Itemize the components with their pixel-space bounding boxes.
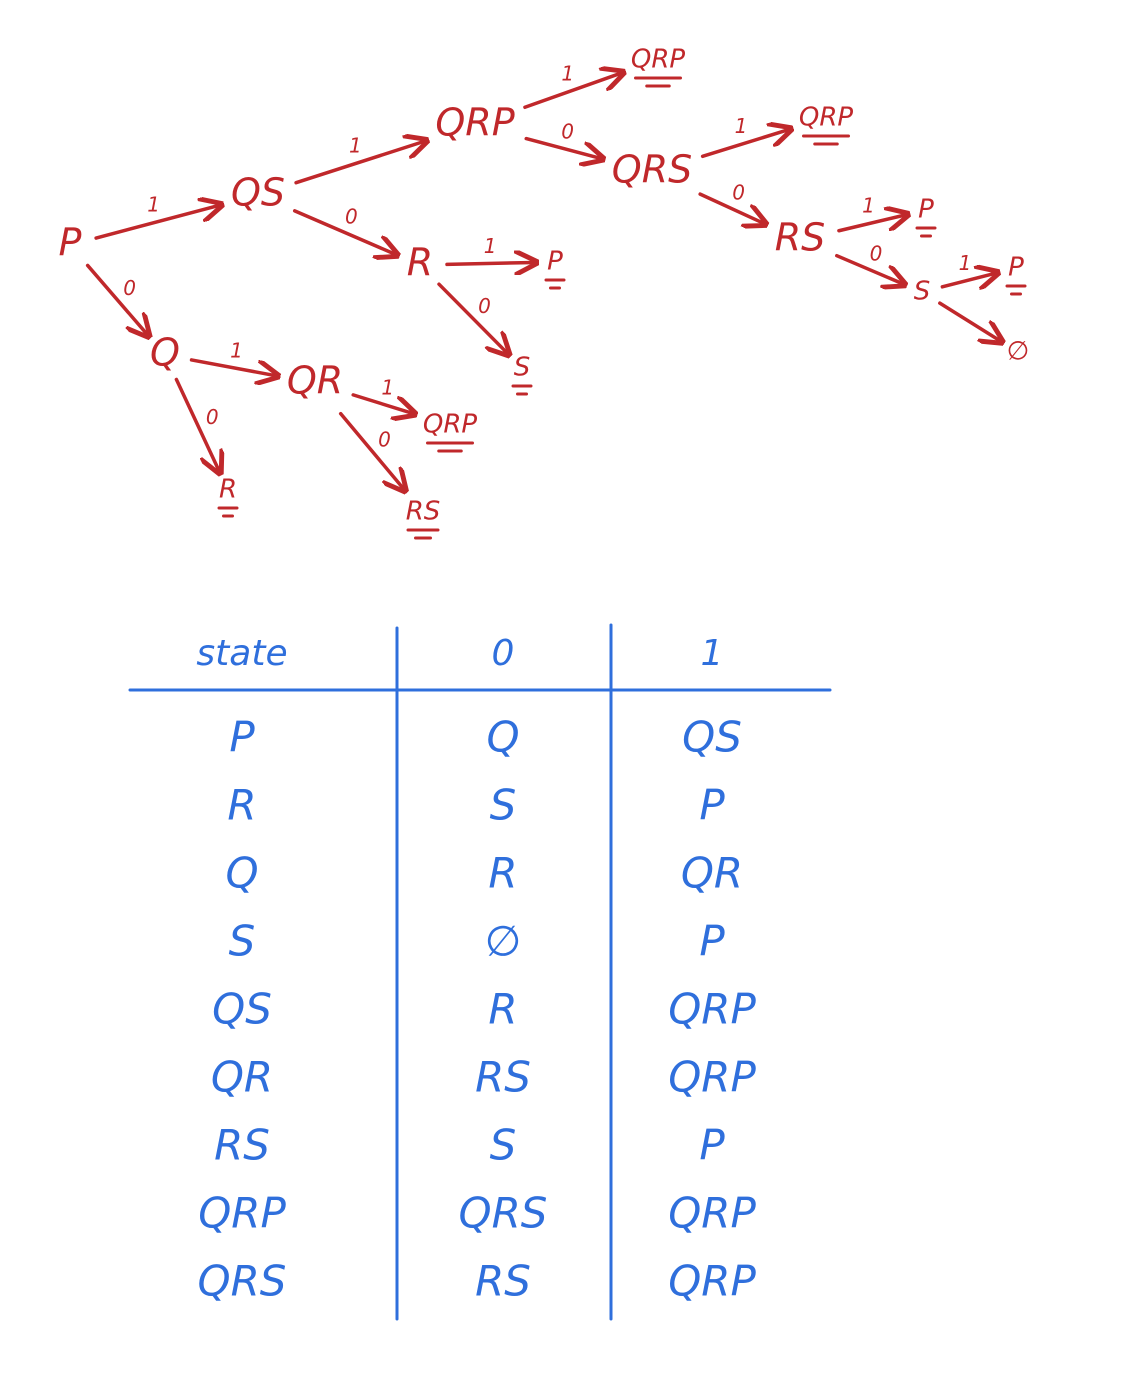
subset-construction-tree: P QS Q QRP R QR R QRP QRS P S QRP RS QRP RS P S P ∅ 1 0 1 0 1 0 1…	[59, 45, 1030, 540]
tree-node-rs1: RS	[406, 497, 441, 527]
table-cell: P	[229, 713, 255, 762]
table-row: QRS RS QRP	[198, 1257, 757, 1306]
table-cell: QR	[211, 1053, 273, 1102]
table-header-2: 1	[701, 633, 724, 674]
tree-edge-label: 1	[484, 234, 497, 258]
tree-edge-qrp1-qrp2	[523, 73, 621, 110]
tree-node-s1: S	[514, 353, 531, 383]
tree-node-p: P	[59, 221, 82, 265]
table-cell: S	[490, 1121, 517, 1170]
tree-edge-label: 1	[735, 114, 748, 138]
table-cell: QRP	[668, 985, 756, 1034]
table-cell: R	[227, 781, 256, 830]
tree-edge-qrs-rs2	[698, 192, 763, 223]
tree-node-p4: P	[1008, 253, 1024, 283]
tree-edge-qr-rs1	[338, 411, 404, 489]
tree-edge-qrs-qrp4	[700, 130, 789, 159]
tree-edge-rs2-s2	[835, 253, 903, 284]
tree-edge-label: 0	[478, 294, 491, 318]
tree-edge-qs-qrp1	[294, 141, 424, 185]
table-row: P Q QS	[229, 713, 742, 762]
tree-node-r2: R	[219, 475, 237, 505]
table-cell: Q	[486, 713, 519, 762]
tree-edge-label: 1	[862, 194, 875, 218]
table-header-0: state	[196, 633, 287, 674]
tree-edge-qrp1-qrs	[524, 136, 601, 159]
tree-node-qrp2: QRP	[631, 45, 686, 75]
table-cell: RS	[475, 1257, 531, 1306]
tree-edge-label: 1	[381, 375, 394, 399]
tree-edge-label: 0	[870, 242, 883, 266]
table-cell: S	[490, 781, 517, 830]
table-cell: S	[229, 917, 256, 966]
table-cell: RS	[214, 1121, 270, 1170]
tree-edge-q-qr	[189, 358, 276, 376]
tree-edge-label: 0	[561, 120, 574, 144]
tree-edge-label: 0	[123, 276, 136, 300]
table-cell: ∅	[485, 917, 522, 966]
tree-edge-q-r2	[174, 377, 219, 471]
table-cell: QRP	[668, 1257, 756, 1306]
tree-node-qr: QR	[287, 359, 343, 403]
tree-node-rs2: RS	[775, 216, 826, 260]
tree-node-p3: P	[918, 195, 934, 225]
table-cell: P	[699, 917, 725, 966]
table-cell: R	[488, 849, 517, 898]
tree-edge-label: 0	[345, 204, 358, 228]
tree-edge-qr-qrp3	[351, 393, 413, 414]
tree-node-s2: S	[914, 277, 931, 307]
tree-edge-label: 1	[230, 339, 243, 363]
tree-edge-qs-r1	[292, 209, 395, 254]
tree-edge-label: 0	[378, 428, 391, 452]
tree-edge-rs2-p3	[837, 215, 906, 233]
table-cell: QR	[681, 849, 743, 898]
table-cell: QRS	[198, 1257, 287, 1306]
table-row: S ∅ P	[229, 917, 726, 966]
table-row: RS S P	[214, 1121, 725, 1170]
table-cell: QRP	[198, 1189, 286, 1238]
tree-node-qs: QS	[231, 171, 285, 215]
tree-node-qrp4: QRP	[799, 103, 854, 133]
table-cell: QS	[212, 985, 272, 1034]
table-cell: P	[699, 1121, 725, 1170]
table-cell: QS	[682, 713, 742, 762]
tree-edge-label: 0	[206, 405, 219, 429]
tree-edge-label: 1	[561, 62, 574, 86]
tree-node-qrp1: QRP	[435, 101, 514, 145]
tree-edge-p-q	[85, 263, 148, 334]
tree-edge-s2-empty	[938, 301, 1000, 341]
tree-edge-r1-p2	[445, 262, 534, 264]
tree-edge-label: 0	[732, 181, 745, 205]
table-row: QS R QRP	[212, 985, 756, 1034]
tree-node-p2: P	[547, 247, 563, 277]
tree-edge-p-qs	[94, 205, 219, 240]
table-cell: Q	[225, 849, 258, 898]
table-cell: QRP	[668, 1053, 756, 1102]
table-cell: RS	[475, 1053, 531, 1102]
table-cell: P	[699, 781, 725, 830]
tree-node-q: Q	[150, 331, 180, 375]
tree-node-qrs: QRS	[612, 148, 692, 192]
tree-node-qrp3: QRP	[423, 410, 478, 440]
table-cell: QRP	[668, 1189, 756, 1238]
tree-edge-label: 1	[147, 193, 160, 217]
tree-edge-r1-s1	[437, 282, 507, 353]
tree-edge-label: 1	[959, 251, 972, 275]
table-cell: QRS	[459, 1189, 548, 1238]
table-row: QR RS QRP	[211, 1053, 757, 1102]
tree-edge-s2-p4	[940, 273, 995, 287]
table-header-1: 0	[492, 633, 515, 674]
table-cell: R	[488, 985, 517, 1034]
tree-edge-label: 1	[349, 133, 362, 157]
tree-node-r1: R	[407, 241, 433, 285]
tree-node-empty: ∅	[1007, 337, 1030, 367]
table-row: QRP QRS QRP	[198, 1189, 756, 1238]
